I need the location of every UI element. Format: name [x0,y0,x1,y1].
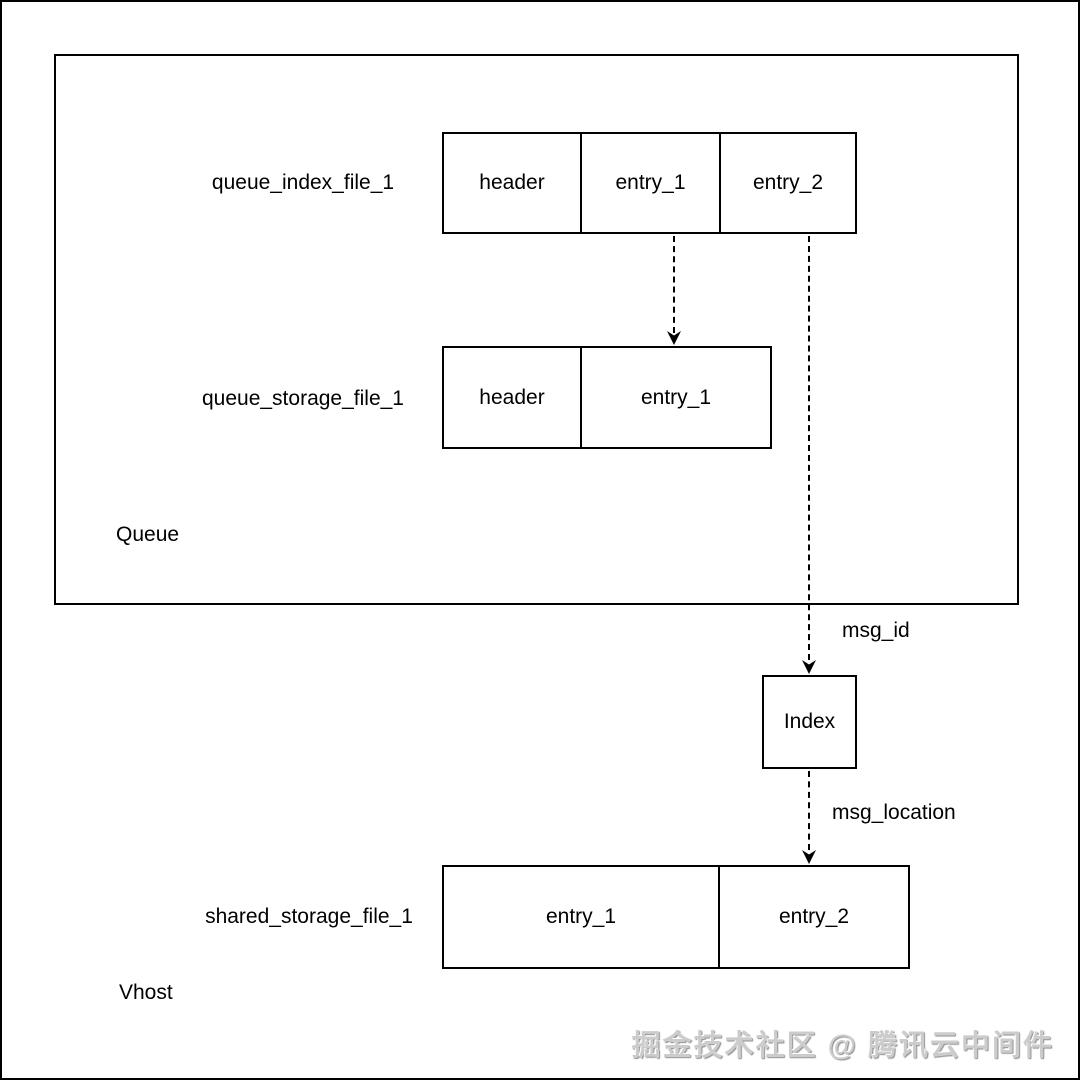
queue-index-header-cell: header [444,134,582,232]
queue-storage-file-table: header entry_1 [442,346,772,449]
edge-msglocation-line [808,771,810,850]
vhost-group-label: Vhost [119,981,173,1004]
queue-index-file-label: queue_index_file_1 [211,171,395,194]
queue-index-entry1-cell: entry_1 [582,134,721,232]
queue-group-label: Queue [116,523,180,546]
queue-storage-header-cell: header [444,348,582,447]
shared-storage-entry2-cell: entry_2 [720,867,908,967]
queue-index-file-table: header entry_1 entry_2 [442,132,857,234]
edge-msgid-line [808,236,810,660]
shared-storage-file-label: shared_storage_file_1 [205,905,413,928]
index-box: Index [762,675,857,769]
queue-storage-file-label: queue_storage_file_1 [201,387,404,410]
queue-storage-entry1-cell: entry_1 [582,348,770,447]
arrow-down-icon [667,331,681,345]
shared-storage-entry1-cell: entry_1 [444,867,720,967]
arrow-down-icon [802,660,816,674]
msg-id-edge-label: msg_id [840,619,912,643]
msg-location-edge-label: msg_location [830,801,958,825]
edge-entry1-line [673,236,675,333]
shared-storage-file-table: entry_1 entry_2 [442,865,910,969]
queue-index-entry2-cell: entry_2 [721,134,855,232]
arrow-down-icon [802,850,816,864]
watermark-text: 掘金技术社区 @ 腾讯云中间件 [631,1030,1054,1062]
